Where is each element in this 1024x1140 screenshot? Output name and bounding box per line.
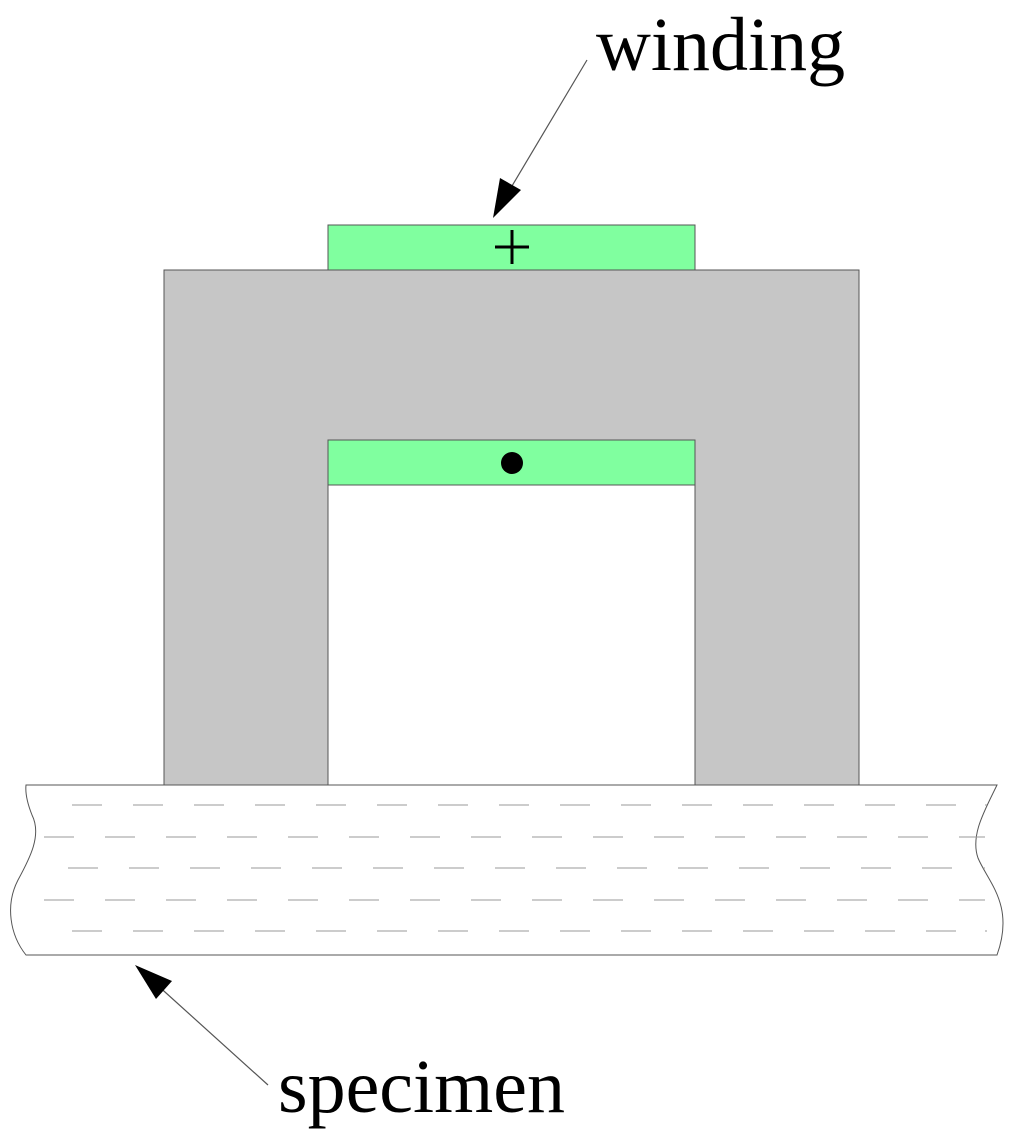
specimen-hatch: [44, 804, 987, 932]
specimen-callout: specimen: [135, 965, 565, 1129]
specimen-leader-line: [154, 982, 269, 1086]
yoke-core: [163, 269, 860, 786]
winding-leader-line: [505, 59, 588, 197]
current-into-page-cross-icon: [495, 230, 529, 264]
current-out-of-page-dot-icon: [501, 452, 523, 474]
winding-upper: [327, 224, 696, 271]
winding-label: winding: [596, 3, 845, 87]
specimen: [10, 784, 1004, 956]
specimen-arrowhead: [135, 965, 172, 999]
winding-arrowhead: [493, 178, 521, 218]
specimen-label: specimen: [278, 1045, 565, 1129]
winding-callout: winding: [493, 3, 845, 218]
winding-lower: [327, 439, 696, 486]
specimen-body: [10, 784, 1004, 956]
